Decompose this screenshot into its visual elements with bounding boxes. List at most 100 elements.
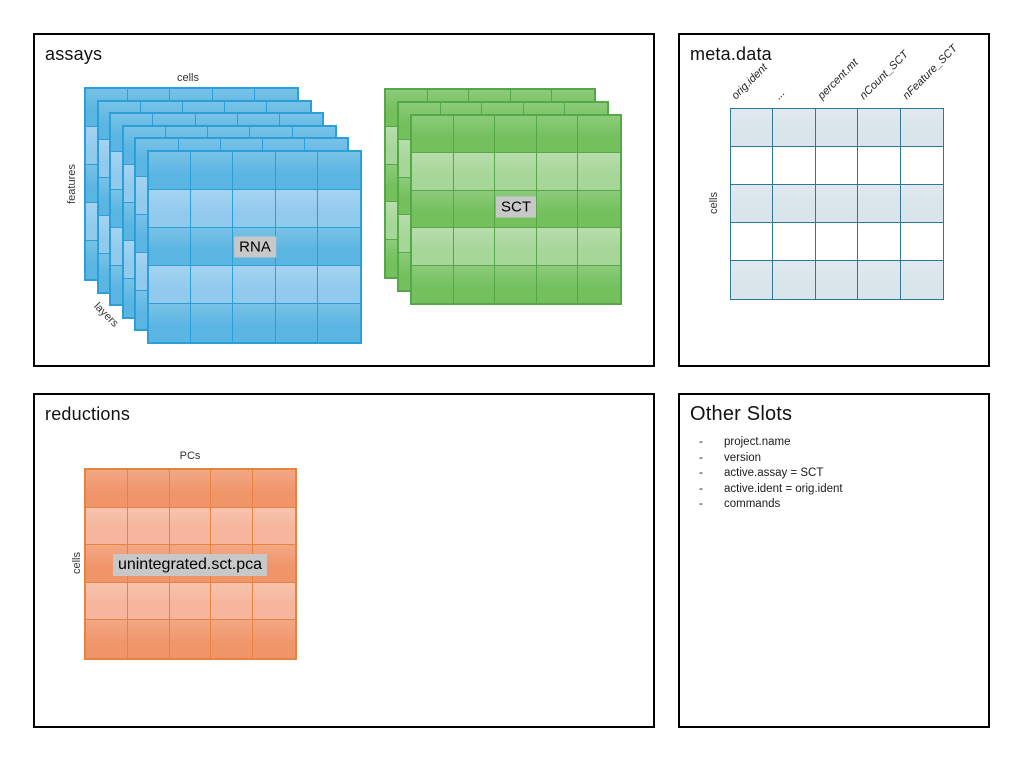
matrix-cell bbox=[858, 109, 901, 147]
matrix-cell bbox=[191, 152, 234, 190]
matrix-cell bbox=[900, 261, 943, 299]
matrix-cell bbox=[773, 261, 816, 299]
list-item-active-assay: active.assay = SCT bbox=[680, 466, 980, 482]
matrix-cell bbox=[858, 147, 901, 185]
matrix-cell bbox=[149, 228, 192, 266]
matrix-cell bbox=[211, 470, 254, 508]
matrix-cell bbox=[275, 304, 318, 342]
matrix-cell bbox=[495, 116, 537, 154]
matrix-cell bbox=[169, 620, 212, 658]
matrix-cell bbox=[211, 507, 254, 546]
list-item-version: version bbox=[680, 451, 980, 467]
matrix-cell bbox=[211, 582, 254, 621]
matrix-cell bbox=[578, 190, 620, 229]
matrix-cell bbox=[149, 304, 192, 342]
matrix-cell bbox=[578, 116, 620, 154]
matrix-cell bbox=[453, 190, 496, 229]
matrix-cell bbox=[169, 470, 212, 508]
matrix-cell bbox=[149, 266, 192, 304]
matrix-cell bbox=[317, 228, 360, 266]
matrix-cell bbox=[86, 470, 128, 508]
matrix-cell bbox=[536, 265, 579, 303]
matrix-cell bbox=[275, 190, 318, 228]
matrix-cell bbox=[453, 153, 496, 191]
matrix-cell bbox=[169, 507, 212, 546]
column-header-percent-mt: percent.mt bbox=[815, 56, 861, 102]
panel-reductions: reductions PCs cells unintegrated.sct.pc… bbox=[33, 393, 655, 728]
list-item-project-name: project.name bbox=[680, 435, 980, 451]
column-header-ellipsis: ... bbox=[772, 87, 788, 102]
matrix-cell bbox=[191, 266, 234, 304]
matrix-cell bbox=[773, 223, 816, 261]
matrix-cell bbox=[453, 116, 496, 154]
matrix-cell bbox=[495, 228, 537, 266]
matrix-cell bbox=[536, 228, 579, 266]
matrix-cell bbox=[127, 507, 170, 546]
matrix-layer bbox=[410, 114, 622, 305]
matrix-cell bbox=[815, 109, 859, 147]
matrix-cell bbox=[191, 228, 234, 266]
matrix-cell bbox=[149, 190, 192, 228]
matrix-cell bbox=[317, 304, 360, 342]
assay-label-sct: SCT bbox=[496, 196, 536, 218]
panel-title-assays: assays bbox=[45, 44, 103, 64]
matrix-cell bbox=[536, 116, 579, 154]
matrix-cell bbox=[731, 185, 774, 223]
matrix-cell bbox=[453, 265, 496, 303]
matrix-cell bbox=[773, 109, 816, 147]
matrix-cell bbox=[815, 223, 859, 261]
matrix-cell bbox=[253, 620, 295, 658]
matrix-cell bbox=[86, 620, 128, 658]
matrix-cell bbox=[412, 153, 454, 191]
axis-label-features: features bbox=[66, 164, 78, 204]
matrix-cell bbox=[731, 109, 774, 147]
matrix-cell bbox=[317, 266, 360, 304]
matrix-cell bbox=[412, 190, 454, 229]
matrix-cell bbox=[275, 266, 318, 304]
matrix-cell bbox=[412, 228, 454, 266]
matrix-cell bbox=[536, 153, 579, 191]
matrix-cell bbox=[233, 266, 276, 304]
matrix-cell bbox=[900, 109, 943, 147]
matrix-cell bbox=[317, 152, 360, 190]
matrix-cell bbox=[127, 470, 170, 508]
matrix-cell bbox=[815, 147, 859, 185]
matrix-cell bbox=[858, 185, 901, 223]
matrix-cell bbox=[815, 185, 859, 223]
matrix-cell bbox=[86, 507, 128, 546]
matrix-cell bbox=[169, 582, 212, 621]
matrix-cell bbox=[191, 190, 234, 228]
matrix-cell bbox=[731, 147, 774, 185]
matrix-cell bbox=[815, 261, 859, 299]
matrix-cell bbox=[578, 265, 620, 303]
matrix-cell bbox=[773, 185, 816, 223]
matrix-cell bbox=[233, 152, 276, 190]
matrix-cell bbox=[858, 223, 901, 261]
column-header-nfeature-sct: nFeature_SCT bbox=[900, 42, 961, 102]
matrix-cell bbox=[773, 147, 816, 185]
panel-title-reductions: reductions bbox=[45, 404, 131, 424]
matrix-cell bbox=[900, 185, 943, 223]
matrix-cell bbox=[253, 582, 295, 621]
panel-other-slots: Other Slots project.name version active.… bbox=[678, 393, 990, 728]
column-header-orig-ident: orig.ident bbox=[729, 61, 771, 102]
matrix-cell bbox=[253, 507, 295, 546]
matrix-cell bbox=[731, 223, 774, 261]
matrix-cell bbox=[900, 223, 943, 261]
matrix-cell bbox=[191, 304, 234, 342]
matrix-cell bbox=[317, 190, 360, 228]
matrix-cell bbox=[495, 265, 537, 303]
panel-meta-data: meta.data orig.ident ... percent.mt nCou… bbox=[678, 33, 990, 367]
matrix-cell bbox=[731, 261, 774, 299]
axis-label-cells: cells bbox=[176, 72, 199, 84]
matrix-cell bbox=[211, 620, 254, 658]
matrix-cell bbox=[253, 470, 295, 508]
matrix-cell bbox=[127, 620, 170, 658]
reduction-label-unintegrated-sct-pca: unintegrated.sct.pca bbox=[112, 554, 268, 576]
panel-title-meta-data: meta.data bbox=[690, 44, 772, 64]
matrix-cell bbox=[578, 153, 620, 191]
matrix-cell bbox=[412, 116, 454, 154]
other-slots-list: project.name version active.assay = SCT … bbox=[680, 435, 980, 513]
panel-title-other-slots: Other Slots bbox=[690, 403, 793, 425]
matrix-cell bbox=[233, 190, 276, 228]
